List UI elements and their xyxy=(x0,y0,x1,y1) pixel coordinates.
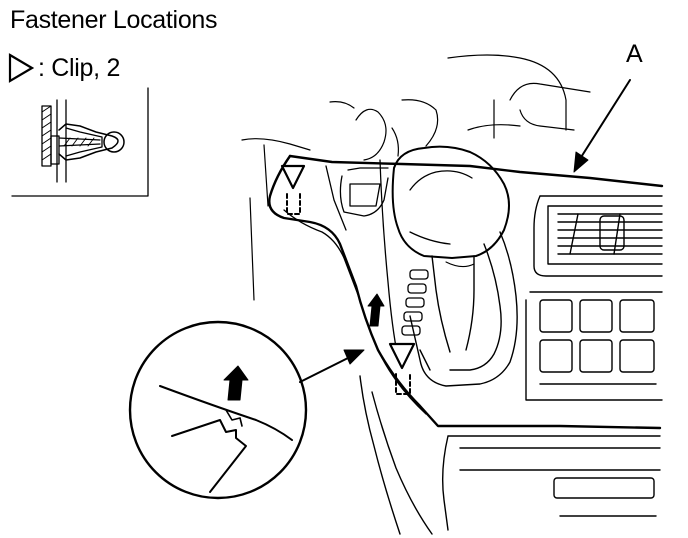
dashboard-background xyxy=(241,54,591,301)
magnified-clip-detail xyxy=(128,320,308,500)
legend-row: : Clip, 2 xyxy=(8,52,120,84)
shift-bezel xyxy=(283,159,427,415)
detail-pointer-arrow xyxy=(299,349,365,383)
shift-gate xyxy=(409,231,518,387)
diagram-title: Fastener Locations xyxy=(10,6,218,34)
trim-panel-a xyxy=(268,154,664,430)
shift-knob xyxy=(391,145,510,353)
air-vent xyxy=(533,195,663,277)
removal-arrow-icon xyxy=(367,293,385,327)
legend-label: : Clip, 2 xyxy=(38,53,121,82)
clip-triangle-icon xyxy=(8,53,34,83)
lower-console xyxy=(359,375,661,535)
callout-label-a: A xyxy=(626,40,643,68)
clip-marker-upper xyxy=(280,164,306,215)
clip-marker-lower xyxy=(388,342,416,395)
shift-indicator-slots xyxy=(401,269,429,336)
leader-arrow-a xyxy=(573,79,631,173)
switch-panel xyxy=(525,291,663,401)
clip-detail-inset xyxy=(11,87,149,197)
